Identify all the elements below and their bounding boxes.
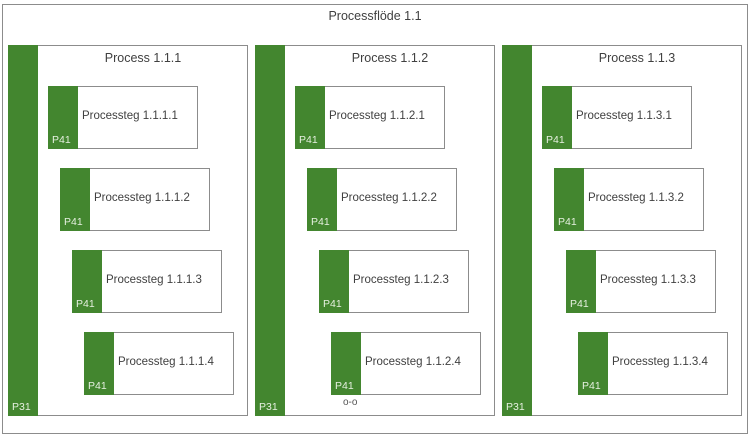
process-step[interactable]: P41 Processteg 1.1.1.2 bbox=[60, 168, 210, 231]
step-label: Processteg 1.1.1.2 bbox=[94, 192, 190, 204]
process-step[interactable]: P41 Processteg 1.1.3.1 bbox=[542, 86, 692, 149]
step-label: Processteg 1.1.2.3 bbox=[353, 274, 449, 286]
process-step[interactable]: P41 Processteg 1.1.1.1 bbox=[48, 86, 198, 149]
step-label: Processteg 1.1.2.2 bbox=[341, 192, 437, 204]
step-label: Processteg 1.1.1.4 bbox=[118, 356, 214, 368]
step-label: Processteg 1.1.1.3 bbox=[106, 274, 202, 286]
step-tag: P41 bbox=[52, 134, 71, 146]
link-icon[interactable]: o-o bbox=[343, 397, 358, 408]
step-label: Processteg 1.1.3.3 bbox=[600, 274, 696, 286]
process-step[interactable]: P41 Processteg 1.1.2.2 bbox=[307, 168, 457, 231]
process-tag: P31 bbox=[12, 401, 31, 413]
process-step[interactable]: P41 Processteg 1.1.3.2 bbox=[554, 168, 704, 231]
step-tag-area: P41 bbox=[72, 250, 102, 313]
process-step[interactable]: P41 Processteg 1.1.1.3 bbox=[72, 250, 222, 313]
step-tag: P41 bbox=[335, 380, 354, 392]
process-bar: P31 bbox=[255, 45, 285, 416]
step-tag: P41 bbox=[570, 298, 589, 310]
process-step[interactable]: P41 Processteg 1.1.3.3 bbox=[566, 250, 716, 313]
process-title: Process 1.1.2 bbox=[351, 51, 429, 65]
process-tag: P31 bbox=[259, 401, 278, 413]
step-tag-area: P41 bbox=[331, 332, 361, 395]
step-tag: P41 bbox=[582, 380, 601, 392]
step-tag-area: P41 bbox=[307, 168, 337, 231]
step-tag-area: P41 bbox=[48, 86, 78, 149]
step-label: Processteg 1.1.2.1 bbox=[329, 110, 425, 122]
diagram-title: Processflöde 1.1 bbox=[328, 9, 422, 23]
process-step[interactable]: P41 Processteg 1.1.3.4 bbox=[578, 332, 728, 395]
step-tag: P41 bbox=[76, 298, 95, 310]
step-tag-area: P41 bbox=[578, 332, 608, 395]
step-tag-area: P41 bbox=[542, 86, 572, 149]
step-label: Processteg 1.1.2.4 bbox=[365, 356, 461, 368]
step-tag: P41 bbox=[64, 216, 83, 228]
process-step[interactable]: P41 Processteg 1.1.2.1 bbox=[295, 86, 445, 149]
step-tag-area: P41 bbox=[84, 332, 114, 395]
process-tag: P31 bbox=[506, 401, 525, 413]
process-bar: P31 bbox=[8, 45, 38, 416]
step-label: Processteg 1.1.3.2 bbox=[588, 192, 684, 204]
step-label: Processteg 1.1.3.1 bbox=[576, 110, 672, 122]
process-bar: P31 bbox=[502, 45, 532, 416]
step-tag: P41 bbox=[299, 134, 318, 146]
step-tag-area: P41 bbox=[319, 250, 349, 313]
process-step[interactable]: P41 Processteg 1.1.1.4 bbox=[84, 332, 234, 395]
process-step[interactable]: P41 Processteg 1.1.2.4 bbox=[331, 332, 481, 395]
step-tag: P41 bbox=[311, 216, 330, 228]
step-label: Processteg 1.1.1.1 bbox=[82, 110, 178, 122]
step-tag: P41 bbox=[323, 298, 342, 310]
process-title: Process 1.1.3 bbox=[598, 51, 676, 65]
step-tag: P41 bbox=[558, 216, 577, 228]
step-tag-area: P41 bbox=[566, 250, 596, 313]
step-tag-area: P41 bbox=[554, 168, 584, 231]
step-tag: P41 bbox=[546, 134, 565, 146]
step-tag-area: P41 bbox=[60, 168, 90, 231]
process-step[interactable]: P41 Processteg 1.1.2.3 bbox=[319, 250, 469, 313]
step-tag: P41 bbox=[88, 380, 107, 392]
process-title: Process 1.1.1 bbox=[104, 51, 182, 65]
step-label: Processteg 1.1.3.4 bbox=[612, 356, 708, 368]
process-flow-frame bbox=[2, 4, 748, 434]
step-tag-area: P41 bbox=[295, 86, 325, 149]
